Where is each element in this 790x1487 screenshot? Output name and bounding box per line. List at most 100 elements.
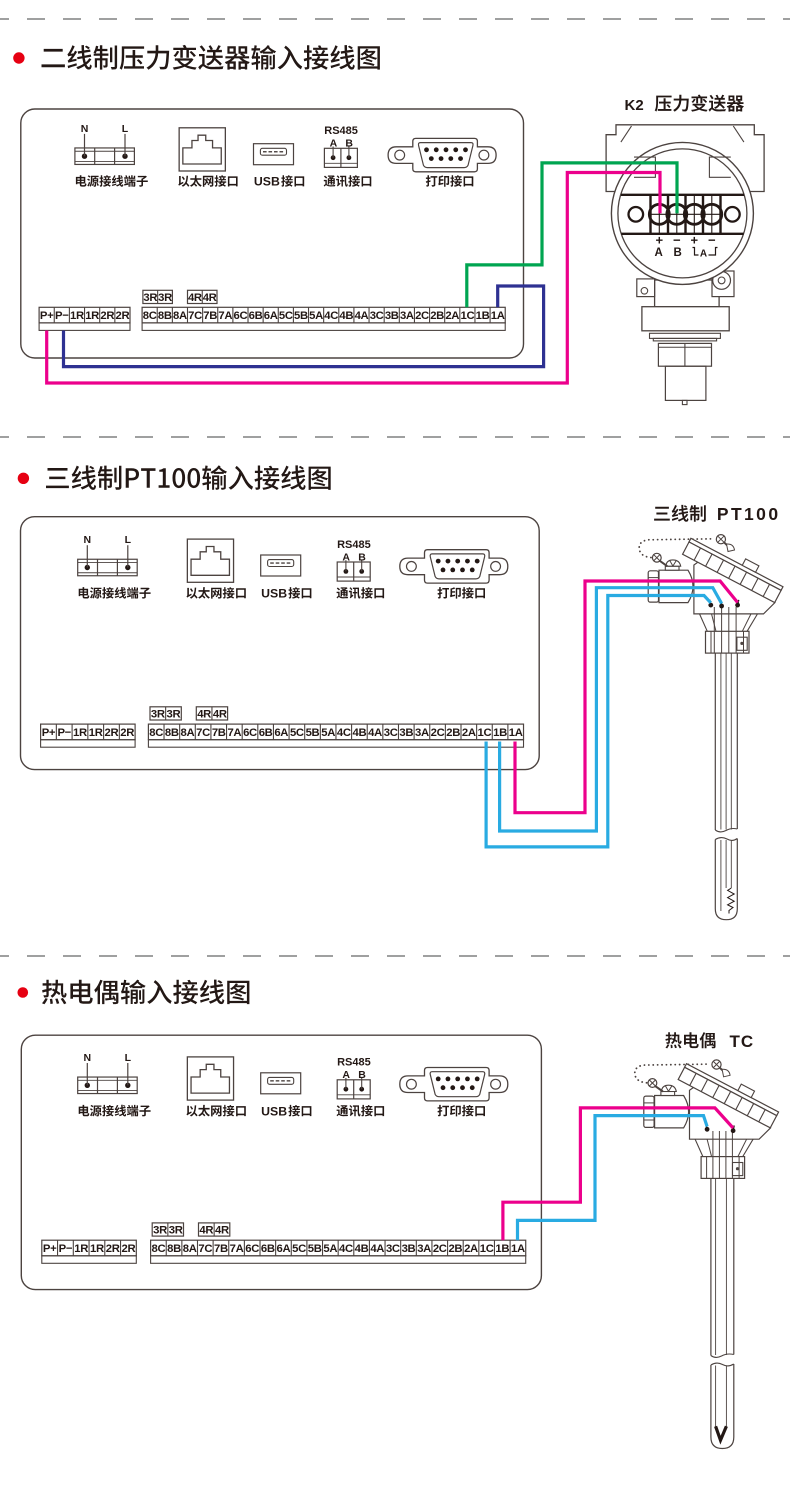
- svg-text:A: A: [330, 138, 338, 150]
- svg-text:4A: 4A: [355, 310, 369, 322]
- svg-text:1R: 1R: [70, 310, 84, 322]
- svg-text:USB: USB: [261, 1104, 287, 1118]
- svg-text:3A: 3A: [415, 727, 429, 739]
- svg-text:P−: P−: [59, 1243, 73, 1255]
- svg-text:7B: 7B: [203, 310, 217, 322]
- svg-text:2R: 2R: [100, 310, 114, 322]
- svg-text:8A: 8A: [181, 727, 195, 739]
- svg-text:1C: 1C: [460, 310, 474, 322]
- svg-text:5A: 5A: [309, 310, 323, 322]
- svg-text:2C: 2C: [431, 727, 445, 739]
- svg-text:2C: 2C: [415, 310, 429, 322]
- svg-text:5C: 5C: [290, 727, 304, 739]
- svg-text:4B: 4B: [355, 1243, 369, 1255]
- svg-text:4B: 4B: [339, 310, 353, 322]
- svg-text:5B: 5B: [308, 1243, 322, 1255]
- svg-text:6A: 6A: [277, 1243, 291, 1255]
- svg-text:B: B: [358, 551, 366, 563]
- svg-text:6B: 6B: [259, 727, 273, 739]
- svg-text:7C: 7C: [198, 1243, 212, 1255]
- svg-text:B: B: [358, 1069, 366, 1081]
- svg-text:3R: 3R: [158, 292, 172, 304]
- svg-text:1R: 1R: [90, 1243, 104, 1255]
- svg-text:7A: 7A: [227, 727, 241, 739]
- svg-text:2R: 2R: [120, 727, 134, 739]
- svg-text:1R: 1R: [73, 727, 87, 739]
- svg-text:B: B: [345, 138, 353, 150]
- svg-text:8C: 8C: [149, 727, 163, 739]
- svg-text:4R: 4R: [197, 708, 211, 720]
- svg-text:1B: 1B: [495, 1243, 509, 1255]
- svg-text:6B: 6B: [261, 1243, 275, 1255]
- svg-text:3B: 3B: [385, 310, 399, 322]
- svg-text:A: A: [342, 1069, 350, 1081]
- svg-text:2A: 2A: [445, 310, 459, 322]
- svg-text:+: +: [656, 233, 664, 248]
- svg-text:3A: 3A: [400, 310, 414, 322]
- svg-text:4R: 4R: [203, 292, 217, 304]
- svg-text:USB: USB: [254, 175, 280, 189]
- svg-text:N: N: [84, 534, 92, 546]
- svg-text:6A: 6A: [274, 727, 288, 739]
- svg-text:4C: 4C: [324, 310, 338, 322]
- svg-text:6C: 6C: [243, 727, 257, 739]
- svg-text:2R: 2R: [122, 1243, 136, 1255]
- svg-text:TC: TC: [730, 1032, 755, 1051]
- svg-text:6B: 6B: [249, 310, 263, 322]
- svg-text:5B: 5B: [306, 727, 320, 739]
- svg-text:2C: 2C: [433, 1243, 447, 1255]
- svg-text:8C: 8C: [151, 1243, 165, 1255]
- svg-text:2A: 2A: [462, 727, 476, 739]
- svg-text:L: L: [125, 534, 132, 546]
- svg-text:−: −: [708, 233, 716, 248]
- svg-text:4R: 4R: [188, 292, 202, 304]
- svg-text:2B: 2B: [448, 1243, 462, 1255]
- svg-text:P+: P+: [40, 310, 54, 322]
- svg-text:N: N: [81, 123, 89, 135]
- svg-text:3C: 3C: [370, 310, 384, 322]
- svg-text:7B: 7B: [214, 1243, 228, 1255]
- svg-text:6C: 6C: [234, 310, 248, 322]
- svg-text:3C: 3C: [386, 1243, 400, 1255]
- svg-text:P+: P+: [43, 1243, 57, 1255]
- svg-text:2R: 2R: [106, 1243, 120, 1255]
- svg-text:RS485: RS485: [337, 1057, 371, 1069]
- svg-text:USB: USB: [261, 587, 287, 601]
- svg-text:5B: 5B: [294, 310, 308, 322]
- svg-text:P−: P−: [55, 310, 69, 322]
- svg-text:4R: 4R: [199, 1224, 213, 1236]
- svg-text:3R: 3R: [167, 708, 181, 720]
- svg-text:A: A: [655, 247, 663, 259]
- svg-text:1C: 1C: [480, 1243, 494, 1255]
- svg-text:4R: 4R: [215, 1224, 229, 1236]
- svg-text:A: A: [342, 551, 350, 563]
- svg-text:8A: 8A: [183, 1243, 197, 1255]
- svg-text:2R: 2R: [116, 310, 130, 322]
- svg-text:4C: 4C: [339, 1243, 353, 1255]
- svg-text:3A: 3A: [417, 1243, 431, 1255]
- svg-text:+: +: [691, 233, 699, 248]
- svg-text:3B: 3B: [399, 727, 413, 739]
- svg-text:6C: 6C: [245, 1243, 259, 1255]
- svg-text:3B: 3B: [402, 1243, 416, 1255]
- svg-text:4A: 4A: [368, 727, 382, 739]
- svg-text:7C: 7C: [188, 310, 202, 322]
- svg-text:1B: 1B: [476, 310, 490, 322]
- svg-text:−: −: [673, 233, 681, 248]
- svg-text:5A: 5A: [323, 1243, 337, 1255]
- svg-text:1A: 1A: [511, 1243, 525, 1255]
- svg-text:2R: 2R: [105, 727, 119, 739]
- svg-text:RS485: RS485: [337, 539, 371, 551]
- svg-text:8A: 8A: [173, 310, 187, 322]
- svg-text:4C: 4C: [337, 727, 351, 739]
- svg-text:1C: 1C: [478, 727, 492, 739]
- svg-text:5C: 5C: [292, 1243, 306, 1255]
- svg-text:5A: 5A: [321, 727, 335, 739]
- svg-text:7B: 7B: [212, 727, 226, 739]
- svg-text:4R: 4R: [213, 708, 227, 720]
- svg-text:3R: 3R: [153, 1224, 167, 1236]
- svg-text:6A: 6A: [264, 310, 278, 322]
- svg-text:P−: P−: [57, 727, 71, 739]
- svg-text:3R: 3R: [143, 292, 157, 304]
- svg-text:PT100: PT100: [717, 504, 781, 524]
